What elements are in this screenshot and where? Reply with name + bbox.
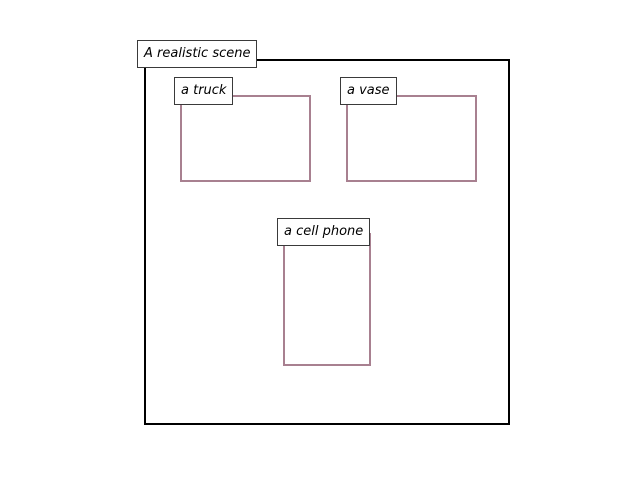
scene-title-label: A realistic scene [137, 40, 258, 68]
scene-frame [144, 59, 510, 425]
vase-box [346, 95, 477, 182]
vase-label: a vase [340, 77, 397, 105]
cell-phone-box [283, 233, 371, 366]
truck-box [180, 95, 311, 182]
cell-phone-label: a cell phone [277, 218, 371, 246]
truck-label: a truck [174, 77, 234, 105]
